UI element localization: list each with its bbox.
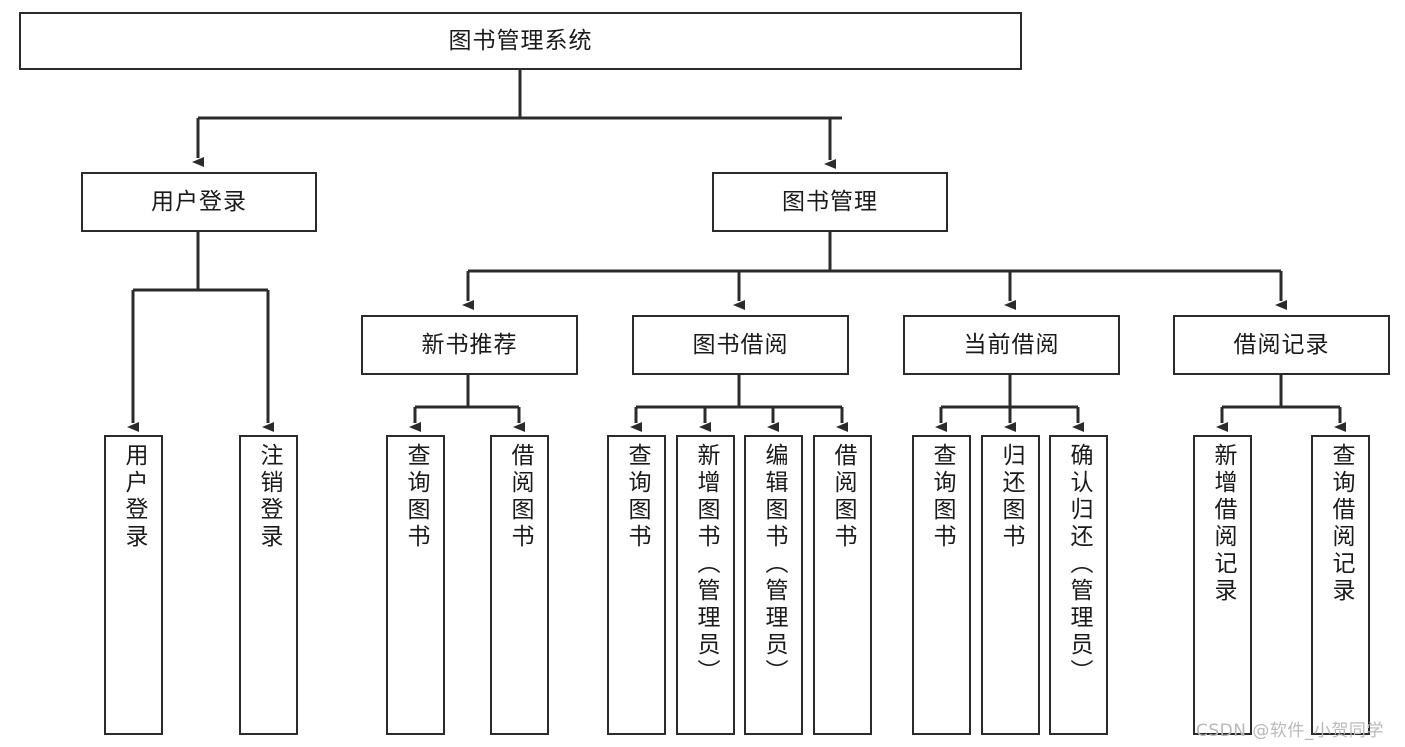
- watermark-text: CSDN @软件_小贺同学: [1196, 721, 1384, 741]
- node-leaf-borrow-book-1[interactable]: 借阅图书: [490, 435, 549, 735]
- node-leaf-query-book-1[interactable]: 查询图书: [386, 435, 445, 735]
- node-current-borrow[interactable]: 当前借阅: [903, 315, 1120, 375]
- node-book-borrow-label: 图书借阅: [692, 331, 789, 358]
- node-borrow-record[interactable]: 借阅记录: [1173, 315, 1390, 375]
- node-leaf-add-record[interactable]: 新增借阅记录: [1193, 435, 1252, 735]
- node-leaf-borrow-book-2-label: 借阅图书: [830, 443, 856, 551]
- node-new-book-rec-label: 新书推荐: [421, 331, 518, 358]
- node-leaf-confirm-return[interactable]: 确认归还（管理员）: [1049, 435, 1108, 735]
- node-leaf-add-book[interactable]: 新增图书（管理员）: [676, 435, 735, 735]
- node-leaf-borrow-book-1-label: 借阅图书: [507, 443, 533, 551]
- node-leaf-add-book-label: 新增图书（管理员）: [693, 443, 719, 686]
- node-leaf-query-book-2[interactable]: 查询图书: [607, 435, 666, 735]
- node-leaf-query-book-2-label: 查询图书: [624, 443, 650, 551]
- node-leaf-edit-book[interactable]: 编辑图书（管理员）: [744, 435, 803, 735]
- node-leaf-query-record[interactable]: 查询借阅记录: [1311, 435, 1370, 735]
- node-borrow-record-label: 借阅记录: [1233, 331, 1330, 358]
- node-leaf-query-book-3[interactable]: 查询图书: [912, 435, 971, 735]
- node-leaf-edit-book-label: 编辑图书（管理员）: [761, 443, 787, 686]
- node-leaf-query-book-1-label: 查询图书: [403, 443, 429, 551]
- node-leaf-return-book[interactable]: 归还图书: [981, 435, 1040, 735]
- node-leaf-logout[interactable]: 注销登录: [239, 435, 298, 735]
- node-leaf-query-record-label: 查询借阅记录: [1328, 443, 1354, 605]
- node-book-manage-label: 图书管理: [782, 188, 878, 215]
- node-leaf-borrow-book-2[interactable]: 借阅图书: [813, 435, 872, 735]
- node-leaf-logout-label: 注销登录: [256, 443, 282, 551]
- node-leaf-query-book-3-label: 查询图书: [929, 443, 955, 551]
- node-leaf-confirm-return-label: 确认归还（管理员）: [1066, 443, 1092, 686]
- node-leaf-user-login[interactable]: 用户登录: [104, 435, 163, 735]
- node-leaf-return-book-label: 归还图书: [998, 443, 1024, 551]
- node-root[interactable]: 图书管理系统: [19, 12, 1022, 70]
- node-new-book-rec[interactable]: 新书推荐: [361, 315, 578, 375]
- node-book-borrow[interactable]: 图书借阅: [632, 315, 849, 375]
- node-root-label: 图书管理系统: [448, 27, 593, 54]
- node-current-borrow-label: 当前借阅: [963, 331, 1060, 358]
- node-leaf-user-login-label: 用户登录: [121, 443, 147, 551]
- node-book-manage[interactable]: 图书管理: [712, 172, 948, 232]
- node-user-login[interactable]: 用户登录: [81, 172, 317, 232]
- node-user-login-label: 用户登录: [151, 188, 247, 215]
- node-leaf-add-record-label: 新增借阅记录: [1210, 443, 1236, 605]
